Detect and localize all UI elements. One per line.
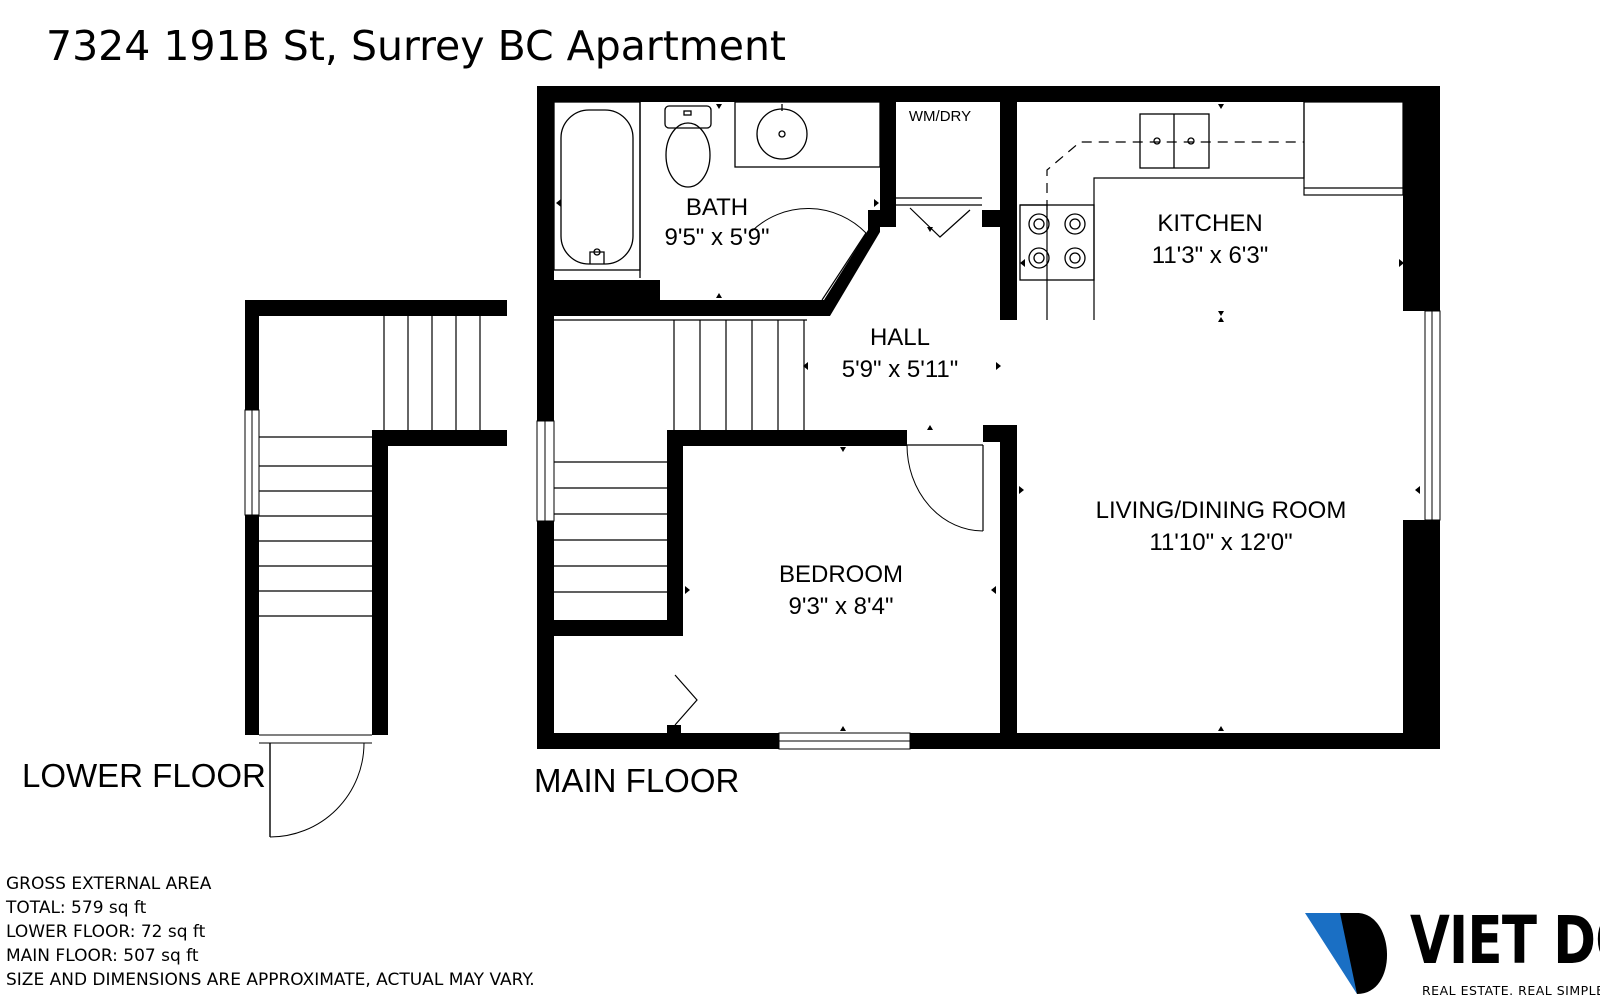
area-total: TOTAL: 579 sq ft <box>6 898 147 918</box>
wall <box>372 430 507 446</box>
wall <box>537 521 554 749</box>
room-size-living: 11'10" x 12'0" <box>1149 529 1292 556</box>
floor-label-lower: LOWER FLOOR <box>22 757 266 794</box>
bedroom-door <box>906 444 984 532</box>
room-name-kitchen: KITCHEN <box>1157 210 1262 237</box>
stairs <box>259 316 481 617</box>
room-size-bedroom: 9'3" x 8'4" <box>789 593 894 620</box>
wall <box>982 210 1000 227</box>
wall <box>537 86 554 421</box>
wall <box>910 733 1440 749</box>
logo-name: VIET DO <box>1410 902 1600 979</box>
wall <box>537 733 779 749</box>
room-name-laundry: WM/DRY <box>909 108 971 125</box>
wall <box>1000 102 1017 320</box>
room-name-bedroom: BEDROOM <box>779 561 903 588</box>
wall <box>245 300 259 410</box>
room-size-kitchen: 11'3" x 6'3" <box>1152 242 1269 269</box>
area-heading: GROSS EXTERNAL AREA <box>6 874 212 894</box>
dimension-markers <box>556 104 1420 731</box>
room-size-hall: 5'9" x 5'11" <box>842 356 959 383</box>
wall <box>554 300 824 316</box>
wall <box>812 210 880 316</box>
bathtub <box>553 101 641 278</box>
sink-vanity <box>734 101 881 168</box>
main-floor-plan: BATH 9'5" x 5'9" WM/DRY KITCHEN 11'3" x … <box>536 86 1441 750</box>
logo-tagline: REAL ESTATE. REAL SIMPLE. <box>1422 983 1600 998</box>
area-disclaimer: SIZE AND DIMENSIONS ARE APPROXIMATE, ACT… <box>6 970 535 990</box>
wall <box>245 300 507 316</box>
logo-d-shape <box>1340 913 1388 994</box>
logo-blue-triangle <box>1305 913 1357 994</box>
area-main-floor: MAIN FLOOR: 507 sq ft <box>6 946 199 966</box>
wall <box>1403 86 1440 311</box>
entry-door <box>259 734 372 838</box>
room-name-bath: BATH <box>686 194 748 221</box>
laundry-closet <box>896 197 982 238</box>
logo-mark <box>1305 913 1388 994</box>
area-lower-floor: LOWER FLOOR: 72 sq ft <box>6 922 206 942</box>
stairs <box>554 319 807 593</box>
bath-door <box>751 208 867 301</box>
lower-floor-plan <box>244 300 507 838</box>
closet-door <box>674 674 698 726</box>
page-title: 7324 191B St, Surrey BC Apartment <box>46 22 787 70</box>
kitchen-sink <box>1139 113 1210 169</box>
wall <box>554 620 683 636</box>
toilet <box>664 105 712 188</box>
area-summary: GROSS EXTERNAL AREA TOTAL: 579 sq ft LOW… <box>6 872 535 992</box>
wall <box>245 515 259 735</box>
wall <box>372 430 388 735</box>
wall <box>667 725 681 735</box>
wall <box>537 86 1440 102</box>
room-size-bath: 9'5" x 5'9" <box>665 224 770 251</box>
wall <box>880 102 896 227</box>
wall <box>554 280 660 301</box>
room-name-hall: HALL <box>870 324 930 351</box>
wall <box>667 430 683 620</box>
wall <box>667 430 907 446</box>
window <box>536 310 1441 750</box>
floor-label-main: MAIN FLOOR <box>534 762 739 799</box>
wall <box>983 425 1017 442</box>
stove <box>1019 204 1095 281</box>
wall <box>1000 425 1017 749</box>
room-name-living: LIVING/DINING ROOM <box>1096 497 1347 524</box>
wall <box>1403 520 1440 749</box>
